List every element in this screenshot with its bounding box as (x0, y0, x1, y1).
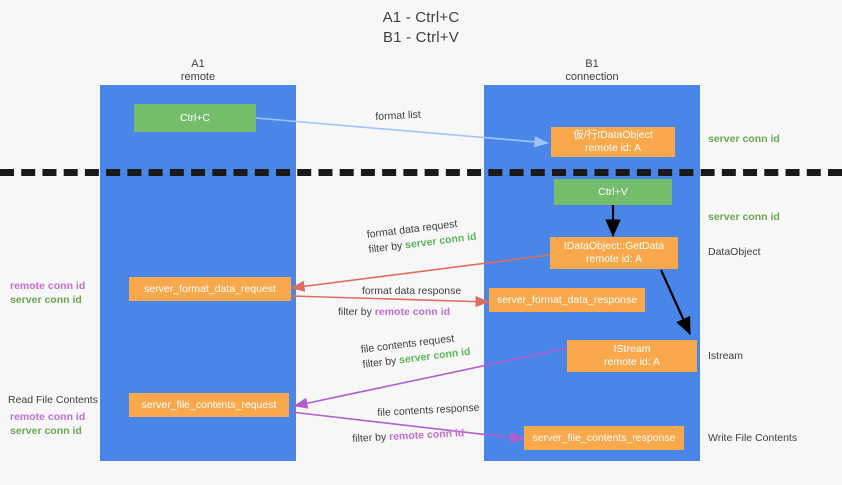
filter-prefix: filter by (361, 354, 400, 371)
label-right-server-conn-id-top: server conn id (708, 133, 780, 145)
lane-header-b1-name: B1 (585, 58, 599, 70)
label-right-dataobject: DataObject (708, 246, 761, 258)
label-left-read-file-contents: Read File Contents (8, 394, 98, 406)
label-left-remote-conn-id-2: remote conn id (10, 411, 86, 423)
box-ctrl-v-label: Ctrl+V (598, 185, 628, 198)
box-idataobject-top[interactable]: 仮/行IDataObject remote id: A (551, 127, 675, 157)
filter-value-remote-conn-id: remote conn id (374, 306, 451, 318)
annotation-format-data-response-text: format data response (362, 285, 462, 297)
box-istream-line2: remote id: A (603, 356, 661, 368)
box-server-format-data-request[interactable]: server_format_data_request (129, 277, 291, 301)
annotation-format-list-text: format list (375, 108, 422, 123)
label-left-remote-conn-id-1: remote conn id (10, 280, 86, 292)
lane-header-a1-sub: remote (180, 71, 216, 83)
box-server-format-data-response-label: server_format_data_response (496, 293, 638, 306)
box-idataobject-getdata[interactable]: IDataObject::GetData remote id: A (550, 237, 678, 269)
box-istream[interactable]: IStream remote id: A (567, 340, 697, 372)
box-server-file-contents-response[interactable]: server_file_contents_response (524, 426, 684, 450)
label-left-server-conn-id-1: server conn id (10, 294, 82, 306)
box-idataobject-top-line1: 仮/行IDataObject (573, 129, 653, 141)
page-title: A1 - Ctrl+C B1 - Ctrl+V (0, 8, 842, 48)
box-server-file-contents-response-label: server_file_contents_response (532, 431, 676, 444)
lane-header-b1-sub: connection (565, 71, 619, 83)
label-group-left-conn-ids-2: remote conn id server conn id (10, 410, 85, 438)
arrow-format-data-response (290, 295, 490, 308)
title-line-1: A1 - Ctrl+C (382, 9, 460, 26)
label-group-left-conn-ids-1: remote conn id server conn id (10, 279, 85, 307)
box-ctrl-c[interactable]: Ctrl+C (134, 104, 256, 132)
arrow-getdata-to-istream (659, 269, 692, 336)
box-idataobject-top-line2: remote id: A (584, 142, 642, 154)
label-left-server-conn-id-2: server conn id (10, 425, 82, 437)
arrow-file-contents-request (293, 347, 569, 409)
box-idataobject-getdata-line2: remote id: A (585, 253, 643, 265)
box-ctrl-c-label: Ctrl+C (179, 111, 211, 124)
annotation-format-data-response-filter: filter by remote conn id (338, 305, 450, 320)
annotation-format-data-response: format data response (362, 284, 461, 299)
filter-value-remote-conn-id: remote conn id (388, 427, 465, 444)
filter-prefix: filter by (352, 431, 390, 445)
filter-prefix: filter by (338, 306, 375, 318)
annotation-format-list: format list (375, 108, 421, 125)
box-istream-line1: IStream (613, 343, 651, 355)
lane-header-b1: B1 connection (522, 58, 662, 84)
lane-header-a1: A1 remote (128, 58, 268, 84)
label-right-write-file-contents: Write File Contents (708, 432, 798, 444)
arrow-file-contents-response (290, 411, 525, 443)
arrow-format-data-request (290, 254, 551, 292)
filter-prefix: filter by (367, 239, 406, 256)
box-ctrl-v[interactable]: Ctrl+V (554, 179, 672, 205)
box-idataobject-getdata-line1: IDataObject::GetData (563, 240, 665, 252)
arrow-format-list (255, 117, 549, 148)
title-line-2: B1 - Ctrl+V (383, 29, 459, 46)
box-server-format-data-response[interactable]: server_format_data_response (489, 288, 645, 312)
box-server-file-contents-request[interactable]: server_file_contents_request (129, 393, 289, 417)
box-server-file-contents-request-label: server_file_contents_request (141, 398, 277, 411)
box-server-format-data-request-label: server_format_data_request (144, 282, 276, 295)
label-right-istream: Istream (708, 350, 744, 362)
label-right-server-conn-id-mid: server conn id (708, 211, 780, 223)
phase-divider (0, 169, 842, 176)
lane-header-a1-name: A1 (191, 58, 205, 70)
